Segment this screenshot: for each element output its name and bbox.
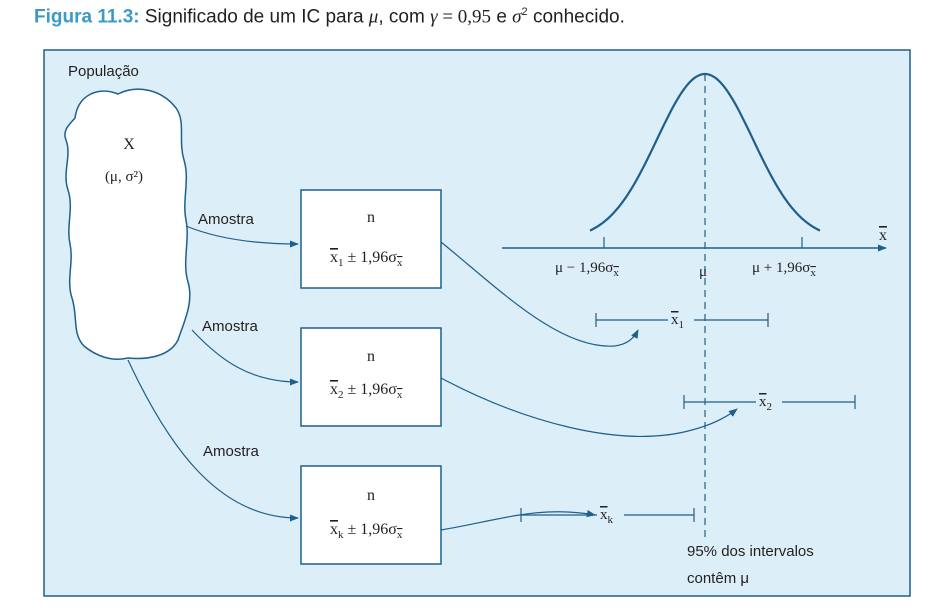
interval-2: x2	[683, 394, 856, 413]
sample-size: n	[367, 209, 375, 226]
caption-mu: μ	[368, 6, 379, 28]
sample-label-k: Amostra	[203, 443, 260, 460]
population-variable: X	[123, 136, 135, 153]
sample-box-2: n x2 ± 1,96σx	[300, 327, 442, 427]
caption-text: conhecido.	[527, 6, 625, 28]
interval-mean-label: x2	[759, 394, 772, 413]
interval-mean-label: xk	[600, 507, 614, 526]
note-line-2: contêm μ	[687, 570, 749, 587]
population-shape	[64, 88, 191, 360]
interval-k: xk	[520, 507, 695, 526]
sample-label-1: Amostra	[198, 211, 255, 228]
x-axis-label: x	[879, 227, 887, 244]
lower-limit-label: μ − 1,96σx	[555, 260, 619, 279]
sample-arrow-2	[191, 329, 299, 386]
interval-1: x1	[595, 312, 769, 331]
caption-text: Significado de um IC para	[139, 6, 369, 28]
sample-arrow-k	[127, 359, 299, 522]
sample-interval-formula: x1 ± 1,96σx	[330, 249, 403, 269]
sample-size: n	[367, 348, 375, 365]
sample-box-k: n xk ± 1,96σx	[300, 465, 442, 565]
caption-sup: 2	[521, 6, 528, 18]
sample-interval-formula: xk ± 1,96σx	[330, 521, 403, 541]
population-parameters: (μ, σ²)	[105, 169, 143, 185]
figure-caption: Figura 11.3: Significado de um IC para μ…	[34, 6, 625, 28]
sample-interval-formula: x2 ± 1,96σx	[330, 381, 403, 401]
sample-arrow-1	[185, 225, 299, 248]
note-line-1: 95% dos intervalos	[687, 543, 814, 560]
upper-limit-label: μ + 1,96σx	[752, 260, 816, 279]
caption-label: Figura 11.3:	[34, 6, 140, 28]
interval-mean-label: x1	[671, 312, 684, 331]
interval-arrow-1	[440, 241, 639, 347]
sample-label-2: Amostra	[202, 318, 259, 335]
interval-arrow-k	[440, 510, 596, 531]
interval-arrow-2	[440, 377, 738, 437]
caption-text: e	[491, 6, 513, 28]
sample-box-1: n x1 ± 1,96σx	[300, 189, 442, 289]
sample-size: n	[367, 487, 375, 504]
caption-gamma-value: = 0,95	[437, 6, 492, 28]
caption-text: , com	[378, 6, 431, 28]
caption-gamma: γ	[430, 6, 438, 28]
population-title: População	[68, 63, 139, 80]
diagram-panel	[43, 49, 911, 597]
mean-label: μ	[699, 264, 707, 280]
caption-sigma: σ	[512, 6, 522, 28]
